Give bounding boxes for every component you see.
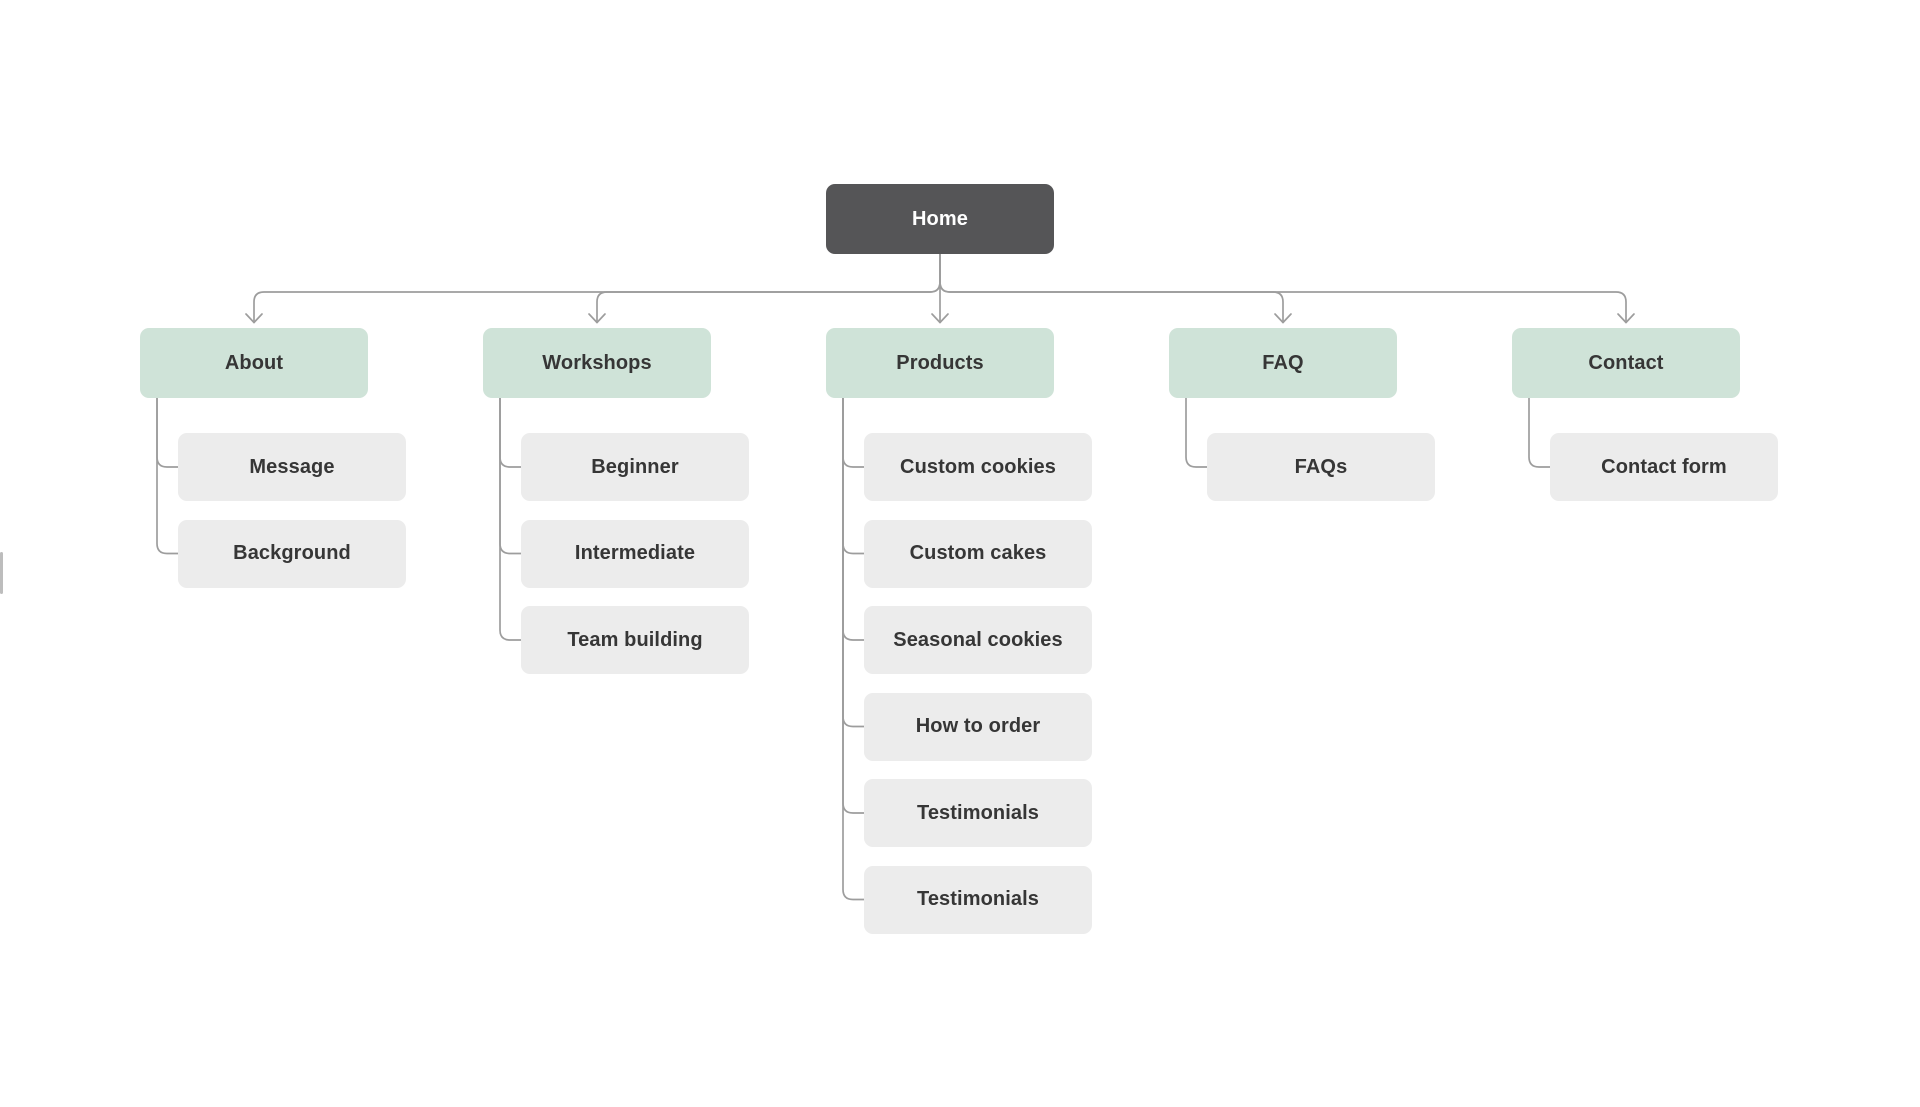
node-team-building-2-3[interactable]: Team building (521, 606, 749, 674)
edge-contact-to-contact-form (1528, 397, 1551, 468)
node-seasonal-cookies-3-3[interactable]: Seasonal cookies (864, 606, 1092, 674)
node-background-1-2[interactable]: Background (178, 519, 406, 588)
edge-faq-to-faqs (1185, 397, 1208, 468)
edge-workshops-to-intermediate (499, 397, 522, 555)
node-custom-cakes-3-2[interactable]: Custom cakes (864, 519, 1092, 588)
node-message-1-1[interactable]: Message (178, 433, 406, 501)
edge-products-to-seasonal-cookies (842, 397, 865, 641)
node-home[interactable]: Home (826, 184, 1054, 254)
edge-about-to-message (156, 397, 179, 468)
edge-products-to-testimonials (842, 397, 865, 814)
arrowhead-about (245, 313, 263, 324)
node-intermediate-2-2[interactable]: Intermediate (521, 519, 749, 588)
node-testimonials-3-6[interactable]: Testimonials (864, 865, 1092, 934)
edge-workshops-to-beginner (499, 397, 522, 468)
arrowhead-contact (1617, 313, 1635, 324)
edge-products-to-how-to-order (842, 397, 865, 728)
arrowhead-faq (1274, 313, 1292, 324)
node-custom-cookies-3-1[interactable]: Custom cookies (864, 433, 1092, 501)
node-about[interactable]: About (140, 328, 368, 398)
arrowhead-products (931, 313, 949, 324)
edge-products-to-custom-cakes (842, 397, 865, 555)
edge-root-to-workshops (596, 253, 941, 324)
edge-products-to-testimonials (842, 397, 865, 901)
edge-workshops-to-team-building (499, 397, 522, 641)
left-scrollbar-thumb[interactable] (0, 552, 3, 594)
node-how-to-order-3-4[interactable]: How to order (864, 692, 1092, 761)
edge-about-to-background (156, 397, 179, 555)
edge-root-to-faq (939, 253, 1284, 324)
node-beginner-2-1[interactable]: Beginner (521, 433, 749, 501)
node-testimonials-3-5[interactable]: Testimonials (864, 779, 1092, 847)
edge-root-to-contact (939, 253, 1627, 324)
edge-products-to-custom-cookies (842, 397, 865, 468)
node-contact[interactable]: Contact (1512, 328, 1740, 398)
node-faqs-4-1[interactable]: FAQs (1207, 433, 1435, 501)
node-contact-form-5-1[interactable]: Contact form (1550, 433, 1778, 501)
node-products[interactable]: Products (826, 328, 1054, 398)
node-workshops[interactable]: Workshops (483, 328, 711, 398)
node-faq[interactable]: FAQ (1169, 328, 1397, 398)
arrowhead-workshops (588, 313, 606, 324)
